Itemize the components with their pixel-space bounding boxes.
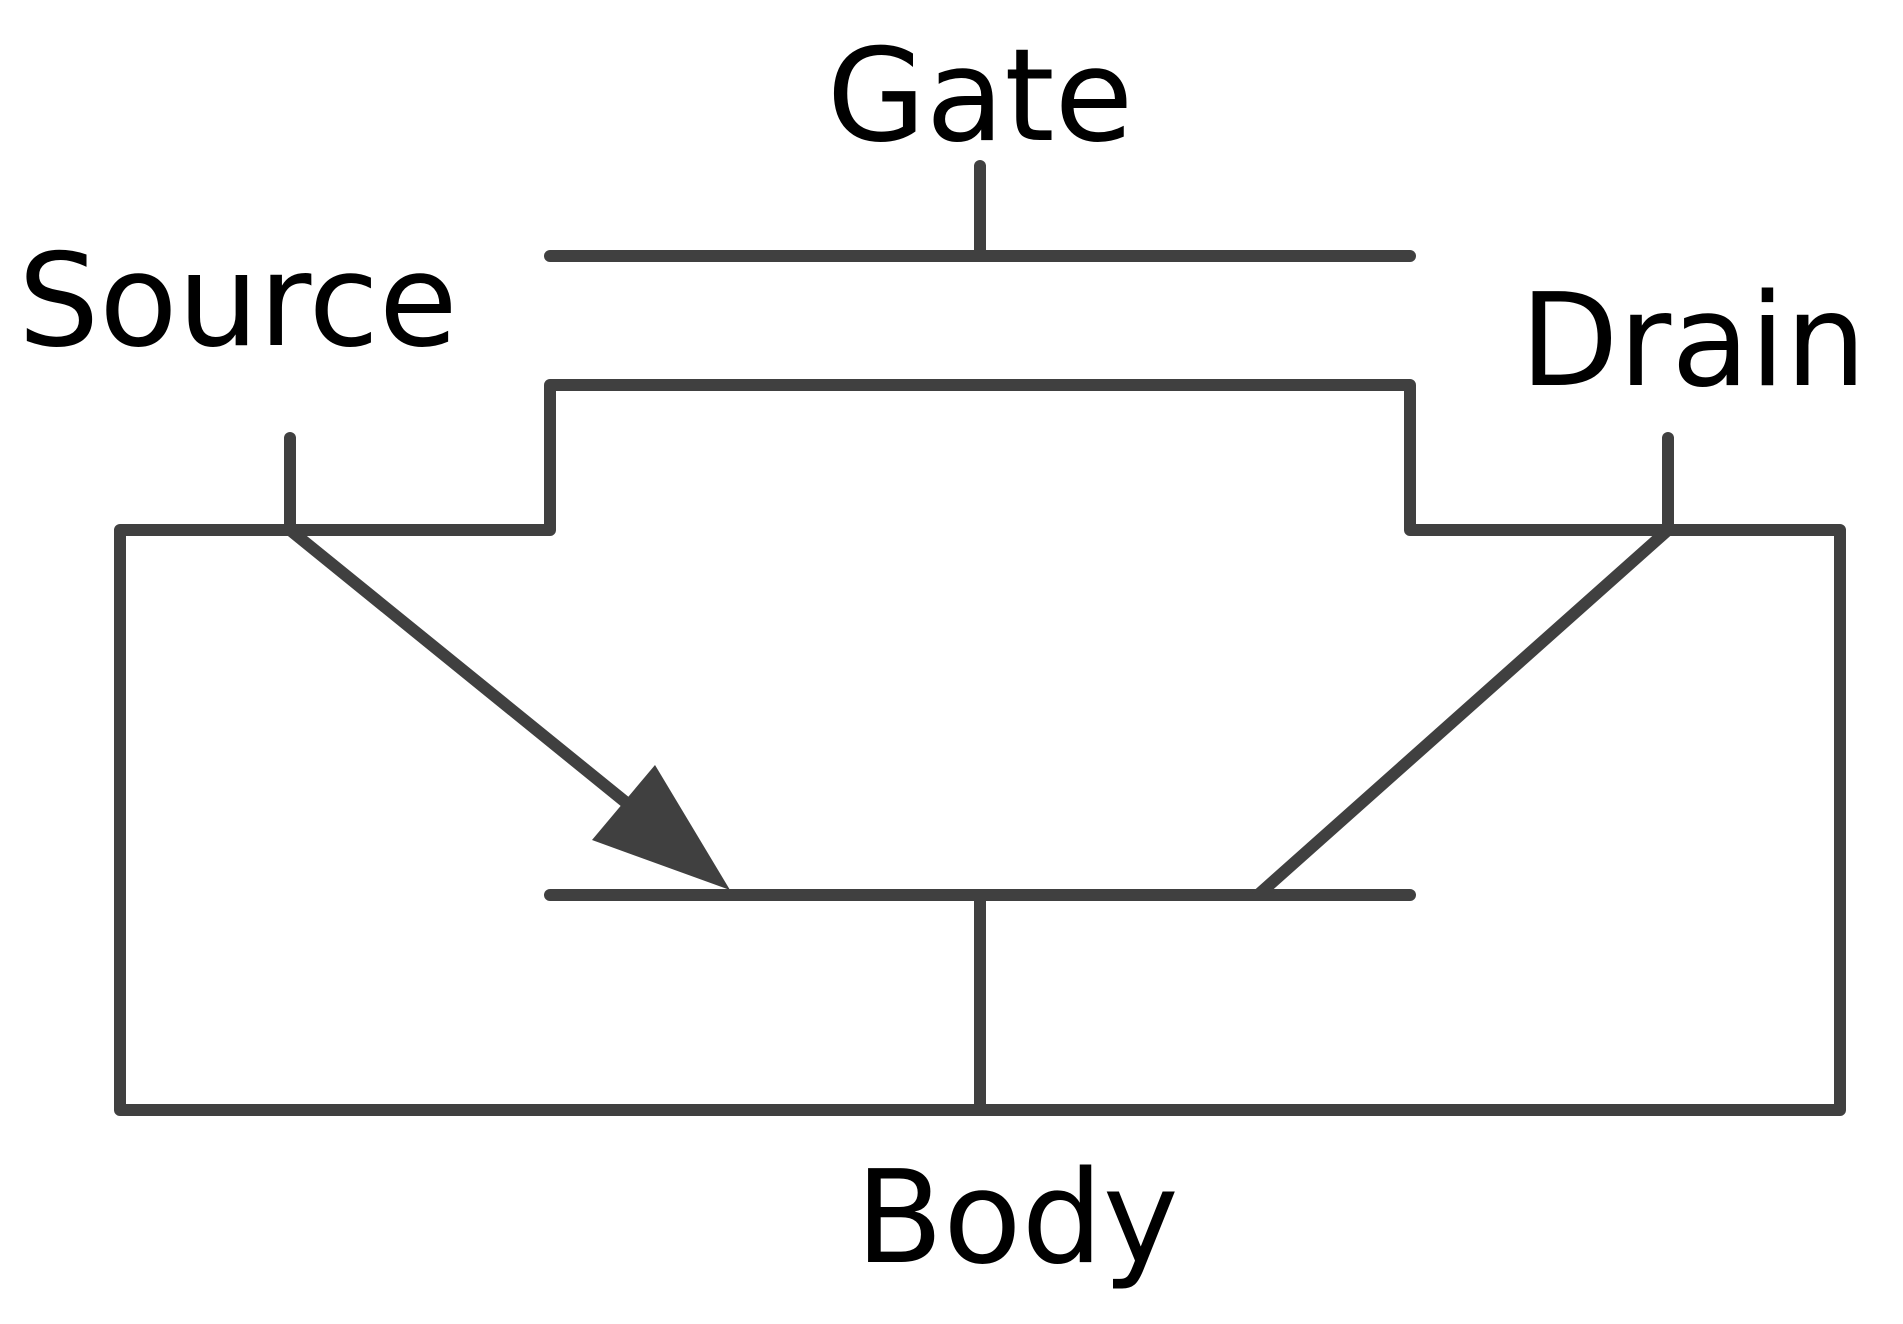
gate-label: Gate bbox=[827, 22, 1134, 171]
source-label: Source bbox=[18, 227, 458, 376]
body-label: Body bbox=[855, 1144, 1178, 1293]
channel-outline bbox=[114, 379, 1846, 1116]
drain-label: Drain bbox=[1520, 267, 1866, 416]
source-arrowhead bbox=[592, 765, 730, 890]
drain-diagonal bbox=[1252, 524, 1674, 901]
source-diagonal bbox=[284, 524, 656, 828]
